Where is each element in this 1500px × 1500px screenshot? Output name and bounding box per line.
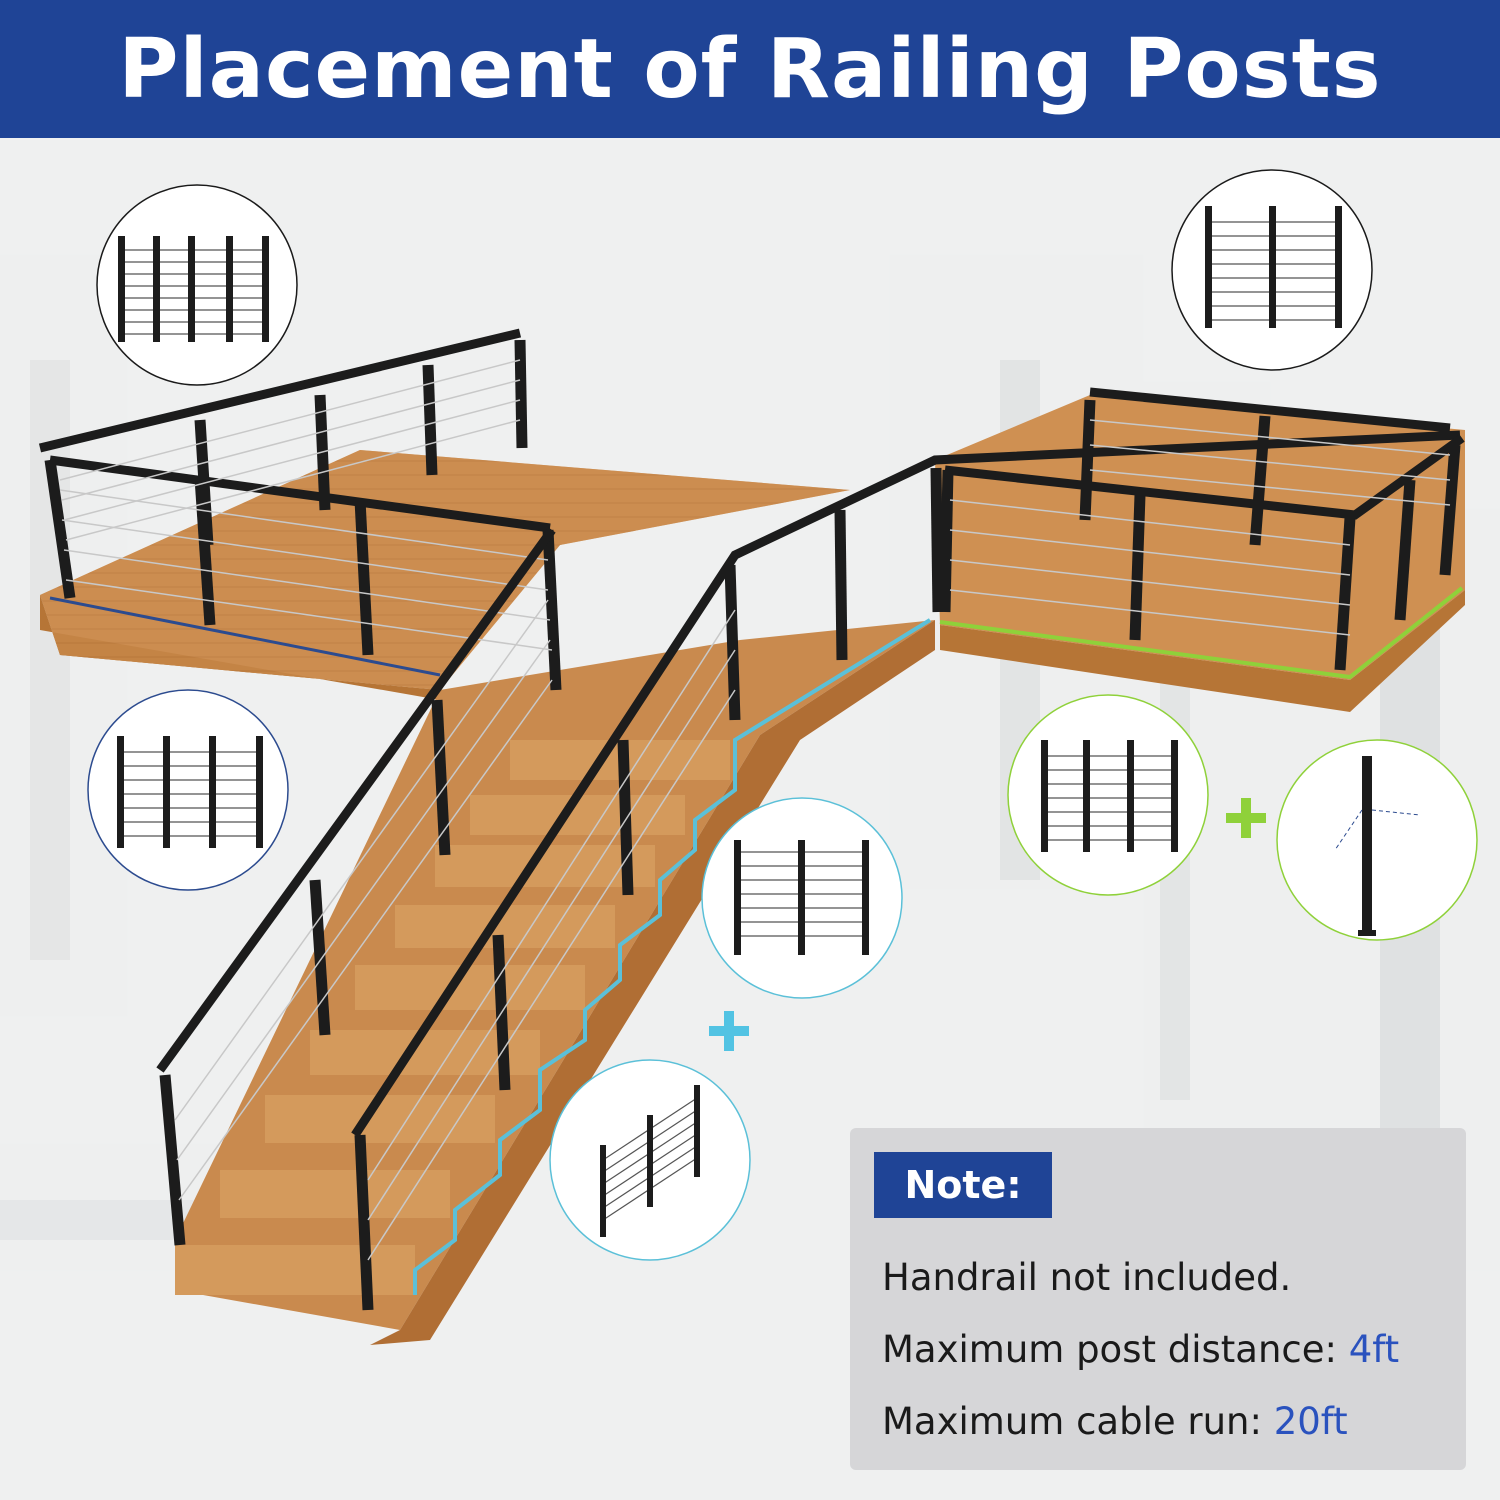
note-handrail-text: Handrail not included. [882, 1256, 1292, 1299]
cable-railing-three-posts-cyan-icon [701, 797, 903, 999]
note-post-distance-value: 4ft [1348, 1328, 1400, 1371]
stair-railing-angled-icon [549, 1059, 751, 1261]
note-line-post-distance: Maximum post distance: 4ft [882, 1328, 1399, 1371]
left-deck [40, 450, 850, 700]
cable-railing-four-posts-blue-icon [87, 689, 289, 891]
note-box: Note: Handrail not included. Maximum pos… [850, 1128, 1466, 1470]
railings [38, 328, 1465, 1311]
note-cable-run-label: Maximum cable run: [882, 1400, 1274, 1443]
cable-railing-three-posts-icon [1171, 169, 1373, 371]
page-title: Placement of Railing Posts [118, 21, 1382, 117]
note-post-distance-label: Maximum post distance: [882, 1328, 1349, 1371]
note-line-handrail: Handrail not included. [882, 1256, 1291, 1299]
right-deck [935, 395, 1465, 712]
plus-icon [1226, 798, 1266, 838]
plus-icon [709, 1011, 749, 1051]
title-banner: Placement of Railing Posts [0, 0, 1500, 138]
cable-railing-five-posts-icon [96, 184, 298, 386]
cable-railing-four-posts-green-icon [1007, 694, 1209, 896]
note-heading: Note: [874, 1152, 1052, 1218]
note-line-cable-run: Maximum cable run: 20ft [882, 1400, 1348, 1443]
note-cable-run-value: 20ft [1273, 1400, 1348, 1443]
corner-post-icon [1276, 739, 1478, 941]
